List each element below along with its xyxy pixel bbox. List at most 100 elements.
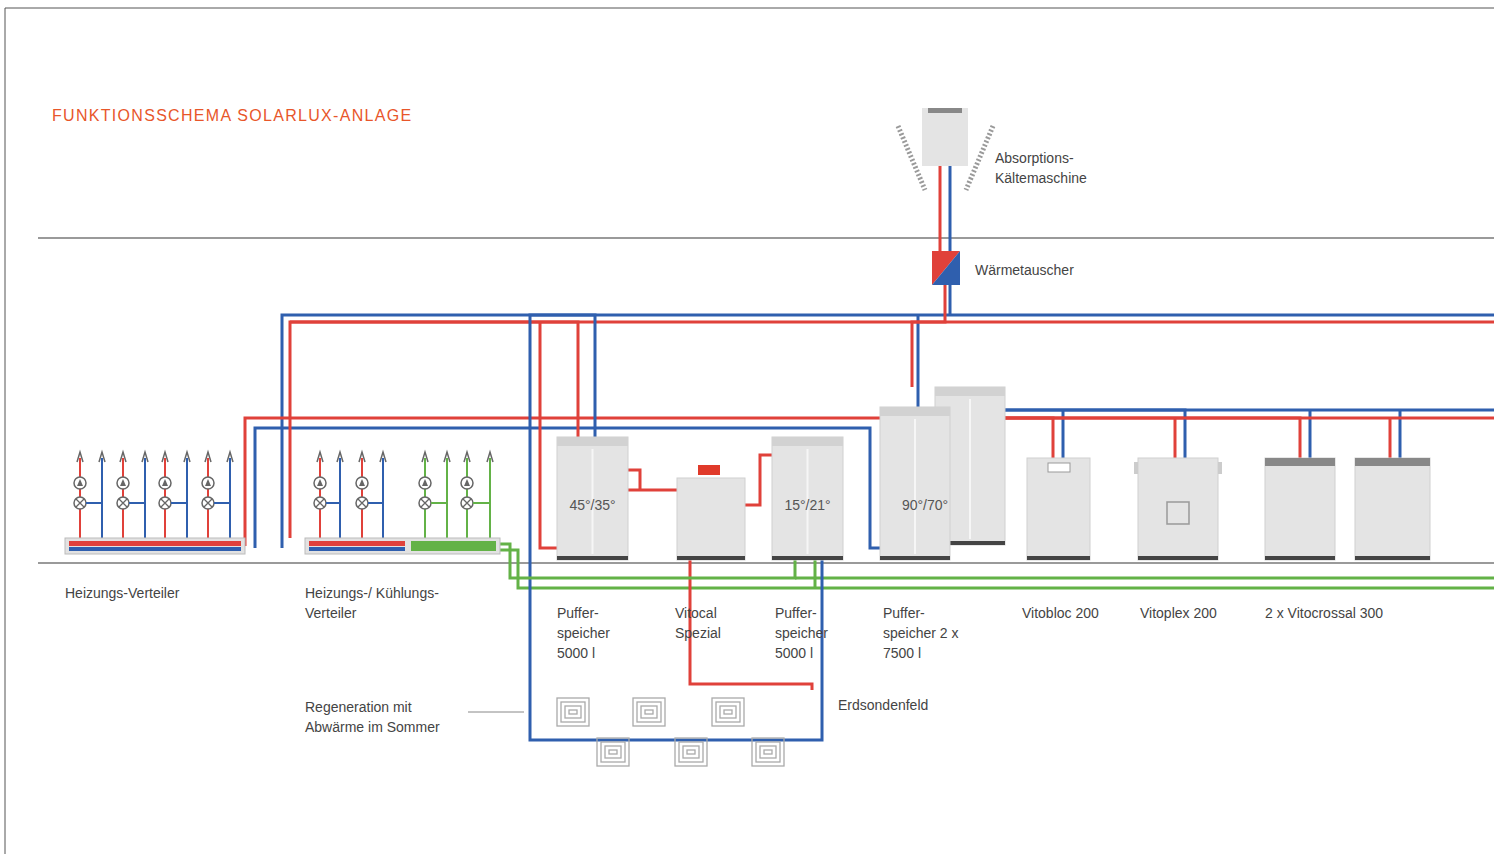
pipe-line [500,544,795,578]
distributor-bar: Heizungs-Verteiler [65,538,245,554]
pipe-connector [940,166,941,251]
heat-exchanger: Wärmetauscher [932,251,960,285]
valve-symbol [161,499,169,507]
bypass-pipe [171,502,187,504]
temperature-label: 90°/70° [880,495,970,515]
boiler-unit-shape [1138,458,1218,560]
unit-label: Puffer- speicher 5000 l [557,603,627,663]
flow-arrow [487,452,493,462]
riser-pipe [446,458,448,540]
heat-pump: Vitocal Spezial [677,465,745,560]
riser-pipe [144,458,146,540]
valve-symbol [421,499,429,507]
flow-arrow [337,452,343,462]
pipe-connector [628,490,677,491]
boiler-unit: Vitoplex 200 [1138,458,1218,560]
pipe-connector [1005,418,1053,458]
pump-symbol [77,479,83,486]
pump-symbol [117,477,129,489]
distributor-risers [74,452,493,540]
pipe-line [939,166,942,251]
buffer-tank: 45°/35°Puffer- speicher 5000 l [557,437,628,560]
bypass-pipe [326,502,340,504]
flow-arrow [359,452,365,462]
pump-symbol [74,477,86,489]
unit-label: Vitoplex 200 [1140,603,1217,623]
temperature-label: 45°/35° [557,495,628,515]
unit-label: Heizungs-Verteiler [65,583,179,603]
chiller-unit: Absorptions- Kältemaschine [922,108,968,166]
valve-symbol [419,497,431,509]
unit-label: Wärmetauscher [975,260,1074,280]
riser-pipe [101,458,103,540]
heat-exchanger-shape [932,251,960,285]
flow-arrow [317,452,323,462]
pump-symbol [356,477,368,489]
temperature-label: 15°/21° [772,495,843,515]
unit-label: Puffer- speicher 5000 l [775,603,845,663]
buffer-tank-pair-shape [880,387,1005,560]
riser-pipe [382,458,384,540]
pump-symbol [202,477,214,489]
valve-symbol [117,497,129,509]
pump-symbol [359,479,365,486]
valve-symbol [463,499,471,507]
frame-lines [5,8,1494,854]
pipe-line [628,489,677,492]
flow-arrow [380,452,386,462]
pipe-connector [745,455,772,505]
pipe-line [912,285,945,387]
unit-label: Vitocal Spezial [675,603,735,643]
flow-arrow [444,452,450,462]
pump-symbol [422,479,428,486]
distributor-bar-shape [65,538,245,554]
pipe-line [1005,418,1300,458]
pump-symbol [419,477,431,489]
pipe-connector [290,322,578,538]
heat-pump-shape [677,465,745,560]
riser-pipe [489,458,491,540]
unit-label: Erdsondenfeld [838,695,928,715]
pump-symbol [461,477,473,489]
boiler-pair: 2 x Vitocrossal 300 [1265,458,1430,560]
probe-field-shape [535,690,825,772]
unit-label: Heizungs-/ Kühlungs- Verteiler [305,583,475,623]
flow-arrow [120,452,126,462]
flow-arrow [99,452,105,462]
pump-symbol [205,479,211,486]
bypass-pipe [368,502,383,504]
unit-label: Puffer- speicher 2 x 7500 l [883,603,963,663]
buffer-tank-pair: 90°/70°Puffer- speicher 2 x 7500 l [880,387,1005,560]
valve-symbol [314,497,326,509]
unit-label: 2 x Vitocrossal 300 [1265,603,1383,623]
pipe-connector [500,544,795,578]
pipe-line [290,322,578,538]
valve-symbol [202,497,214,509]
flow-arrow [464,452,470,462]
riser-pipe [229,458,231,540]
flow-arrow [142,452,148,462]
distributor-bar-shape [305,538,500,554]
diagram-title: FUNKTIONSSCHEMA SOLARLUX-ANLAGE [52,107,412,125]
valve-symbol [204,499,212,507]
unit-label: Vitobloc 200 [1022,603,1099,623]
pipe-line [1005,418,1053,458]
valve-symbol [316,499,324,507]
pump-symbol [314,477,326,489]
bypass-pipe [214,502,230,504]
pump-symbol [120,479,126,486]
chp-unit-shape [1027,458,1090,560]
riser-pipe [339,458,341,540]
valve-symbol [356,497,368,509]
blue-pipes [255,166,1494,740]
chp-unit: Vitobloc 200 [1027,458,1090,560]
pipe-connector [912,285,945,387]
bypass-pipe [473,502,490,504]
distributor-bar: Heizungs-/ Kühlungs- Verteiler [305,538,500,554]
valve-symbol [461,497,473,509]
pump-symbol [317,479,323,486]
pipe-connector [1005,418,1300,458]
green-pipes [500,550,1494,588]
